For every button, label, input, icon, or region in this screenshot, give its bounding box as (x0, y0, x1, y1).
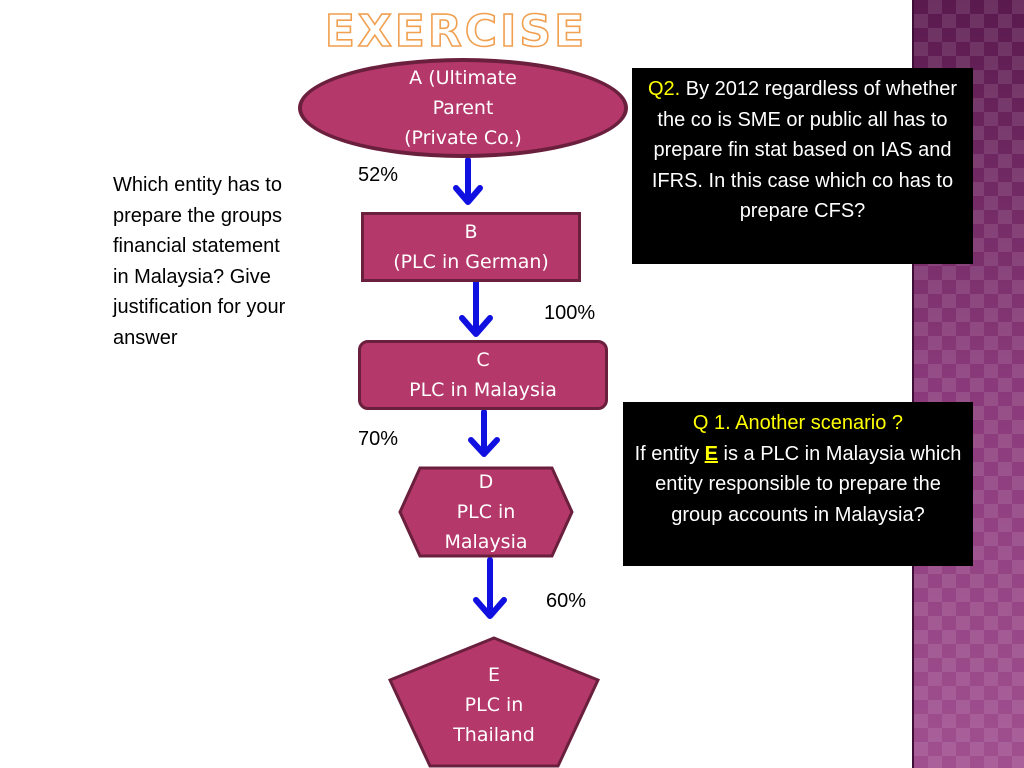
q2-text: By 2012 regardless of whether the co is … (651, 78, 958, 222)
entity-a-ellipse: A (Ultimate Parent (Private Co.) (298, 58, 628, 158)
entity-a-label: A (Ultimate Parent (Private Co.) (404, 67, 522, 149)
entity-e-label: E PLC in Thailand (453, 664, 535, 746)
q1-box: Q 1. Another scenario ? If entity E is a… (623, 402, 973, 566)
entity-c-box: C PLC in Malaysia (358, 340, 608, 410)
percent-c-to-d: 70% (358, 428, 399, 450)
q1-text-after: is a PLC in Malaysia which entity respon… (655, 442, 962, 526)
percent-a-to-b: 52% (358, 164, 399, 186)
q1-body: If entity E is a PLC in Malaysia which e… (631, 439, 965, 531)
entity-c-label: C PLC in Malaysia (409, 349, 557, 401)
arrow-c-to-d (468, 409, 500, 457)
percent-b-to-c: 100% (544, 302, 596, 324)
arrow-d-to-e (473, 557, 507, 619)
entity-d-hexagon: D PLC in Malaysia (398, 466, 574, 558)
entity-d-label: D PLC in Malaysia (444, 471, 528, 553)
q2-box: Q2. By 2012 regardless of whether the co… (632, 68, 973, 264)
entity-e-pentagon: E PLC in Thailand (388, 636, 600, 768)
percent-d-to-e: 60% (546, 590, 587, 612)
entity-b-box: B (PLC in German) (361, 212, 581, 282)
q1-text-before: If entity (634, 442, 705, 465)
q2-label: Q2. (647, 78, 681, 100)
q1-entity: E (704, 442, 718, 465)
slide-title: EXERCISE (324, 5, 588, 58)
main-question-text: Which entity has to prepare the groups f… (113, 174, 286, 349)
arrow-a-to-b (453, 157, 483, 205)
ownership-arrows (453, 157, 507, 619)
entity-b-label: B (PLC in German) (393, 221, 549, 273)
arrow-b-to-c (459, 277, 493, 337)
q1-heading: Q 1. Another scenario ? (692, 412, 904, 434)
